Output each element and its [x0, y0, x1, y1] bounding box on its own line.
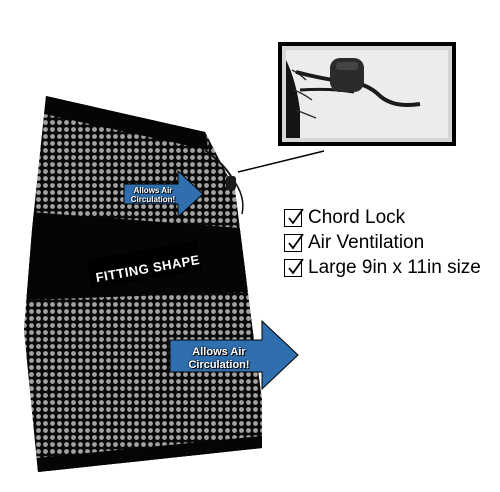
- check-icon: [284, 207, 304, 227]
- large-arrow-label: Allows Air Circulation!: [188, 346, 250, 371]
- cord-lock-inset: [278, 42, 456, 146]
- feature-item-size: Large 9in x 11in size: [284, 255, 481, 280]
- feature-label: Chord Lock: [308, 206, 406, 228]
- mesh-bag: [24, 96, 262, 472]
- cord-lock-toggle: [226, 176, 236, 190]
- large-arrow-icon: [169, 319, 299, 391]
- feature-label: Air Ventilation: [308, 231, 425, 253]
- small-arrow-icon: [123, 169, 204, 219]
- pointer-line: [237, 150, 325, 173]
- check-icon: [284, 257, 304, 277]
- feature-item-air-ventilation: Air Ventilation: [284, 230, 481, 255]
- small-arrow-label: Allows Air Circulation!: [130, 186, 176, 205]
- brand-patch: [86, 240, 202, 290]
- check-icon: [284, 232, 304, 252]
- feature-item-chord-lock: Chord Lock: [284, 205, 481, 230]
- feature-label: Large 9in x 11in size: [308, 256, 481, 278]
- feature-list: Chord Lock Air Ventilation Large 9in x 1…: [284, 205, 481, 280]
